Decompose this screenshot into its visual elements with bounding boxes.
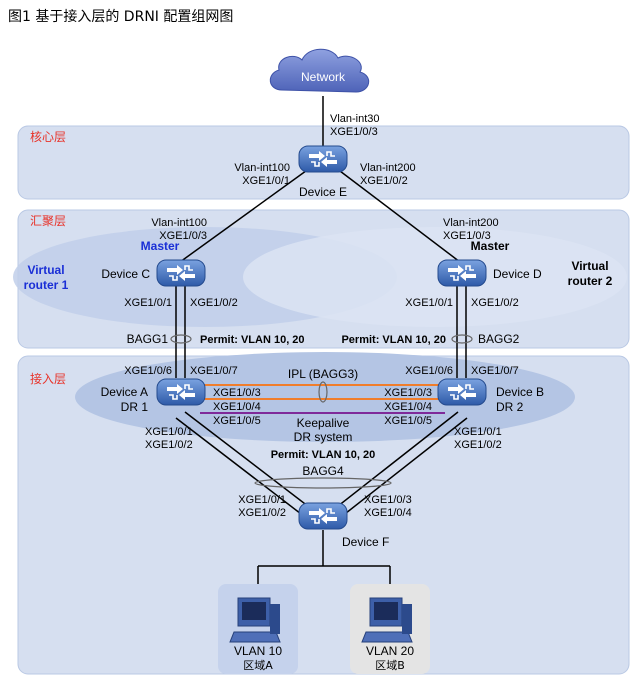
device-d-port1: XGE1/0/1 [405, 297, 453, 309]
bagg1-ring [170, 334, 192, 344]
device-a-switch-icon [156, 378, 206, 406]
device-f-p2: XGE1/0/2 [238, 507, 286, 519]
link-e-d [335, 167, 461, 263]
cloud-icon [269, 48, 370, 93]
dr-system-label: DR system [294, 430, 353, 444]
permit-left-label: Permit: VLAN 10, 20 [200, 334, 305, 346]
pc-icon [229, 597, 281, 643]
link-e-c [179, 167, 311, 263]
link-a-f-2 [175, 417, 306, 518]
bagg4-label: BAGG4 [302, 464, 344, 478]
virtual-router-2-line1: Virtual [571, 259, 608, 273]
device-f-switch-icon [298, 502, 348, 530]
device-b-p5: XGE1/0/5 [384, 415, 432, 427]
device-b-p2: XGE1/0/2 [454, 439, 502, 451]
device-a-p7: XGE1/0/7 [190, 365, 238, 377]
device-a-p6: XGE1/0/6 [124, 365, 172, 377]
device-e-up-vlan: Vlan-int30 [330, 113, 380, 125]
device-e-right-vlan: Vlan-int200 [360, 162, 416, 174]
permit-right-label: Permit: VLAN 10, 20 [341, 334, 446, 346]
device-c-switch-icon [156, 259, 206, 287]
device-b-p7: XGE1/0/7 [471, 365, 519, 377]
access-layer-label: 接入层 [30, 371, 66, 386]
device-b-dr: DR 2 [496, 400, 524, 414]
virtual-router-2-ellipse [243, 227, 627, 327]
network-label: Network [301, 70, 346, 84]
bagg2-ring [451, 334, 473, 344]
device-d-switch-icon [437, 259, 487, 287]
virtual-router-1-line2: router 1 [24, 278, 69, 292]
device-c-port2: XGE1/0/2 [190, 297, 238, 309]
virtual-router-1-line1: Virtual [27, 263, 64, 277]
figure-title: 图1 基于接入层的 DRNI 配置组网图 [8, 9, 234, 25]
core-layer-label: 核心层 [30, 130, 66, 144]
keepalive-label: Keepalive [297, 416, 350, 430]
device-f-name: Device F [342, 535, 389, 549]
device-a-dr: DR 1 [121, 400, 149, 414]
device-f-p3: XGE1/0/3 [364, 494, 412, 506]
device-c-role: Master [141, 239, 180, 253]
device-c-up-vlan: Vlan-int100 [151, 217, 207, 229]
device-e-name: Device E [299, 185, 347, 199]
device-b-p6: XGE1/0/6 [405, 365, 453, 377]
device-d-up-port: XGE1/0/3 [443, 230, 491, 242]
device-b-p3: XGE1/0/3 [384, 387, 432, 399]
device-a-p1: XGE1/0/1 [145, 426, 193, 438]
device-f-p1: XGE1/0/1 [238, 494, 286, 506]
link-a-f-1 [184, 411, 314, 511]
device-b-p1: XGE1/0/1 [454, 426, 502, 438]
permit-bottom-label: Permit: VLAN 10, 20 [271, 449, 376, 461]
device-d-name: Device D [493, 267, 542, 281]
device-a-name: Device A [101, 385, 148, 399]
dr-system-ellipse [75, 352, 575, 442]
device-e-left-port: XGE1/0/1 [242, 175, 290, 187]
device-b-switch-icon [437, 378, 487, 406]
link-b-f-1 [332, 411, 459, 511]
bagg1-label: BAGG1 [127, 332, 169, 346]
ipl-label: IPL (BAGG3) [288, 367, 358, 381]
device-e-left-vlan: Vlan-int100 [234, 162, 290, 174]
host-a-vlan: VLAN 10 [234, 644, 282, 658]
device-c-name: Device C [101, 267, 150, 281]
device-c-up-port: XGE1/0/3 [159, 230, 207, 242]
device-d-up-vlan: Vlan-int200 [443, 217, 499, 229]
device-e-up-port: XGE1/0/3 [330, 126, 378, 138]
ipl-ring [318, 381, 328, 403]
device-d-port2: XGE1/0/2 [471, 297, 519, 309]
device-e-switch-icon [298, 145, 348, 173]
device-a-p3: XGE1/0/3 [213, 387, 261, 399]
pc-icon [361, 597, 413, 643]
device-d-role: Master [471, 239, 510, 253]
device-e-right-port: XGE1/0/2 [360, 175, 408, 187]
device-f-p4: XGE1/0/4 [364, 507, 412, 519]
bagg2-label: BAGG2 [478, 332, 520, 346]
link-b-f-2 [340, 417, 468, 518]
device-b-name: Device B [496, 385, 544, 399]
aggregation-layer-label: 汇聚层 [30, 214, 66, 228]
host-b-area: 区域B [375, 659, 405, 672]
device-b-p4: XGE1/0/4 [384, 401, 432, 413]
device-a-p4: XGE1/0/4 [213, 401, 261, 413]
bagg4-ring [254, 477, 392, 489]
device-c-port1: XGE1/0/1 [124, 297, 172, 309]
host-a-area: 区域A [243, 659, 273, 672]
device-a-p5: XGE1/0/5 [213, 415, 261, 427]
device-a-p2: XGE1/0/2 [145, 439, 193, 451]
host-b-vlan: VLAN 20 [366, 644, 414, 658]
virtual-router-2-line2: router 2 [568, 274, 613, 288]
